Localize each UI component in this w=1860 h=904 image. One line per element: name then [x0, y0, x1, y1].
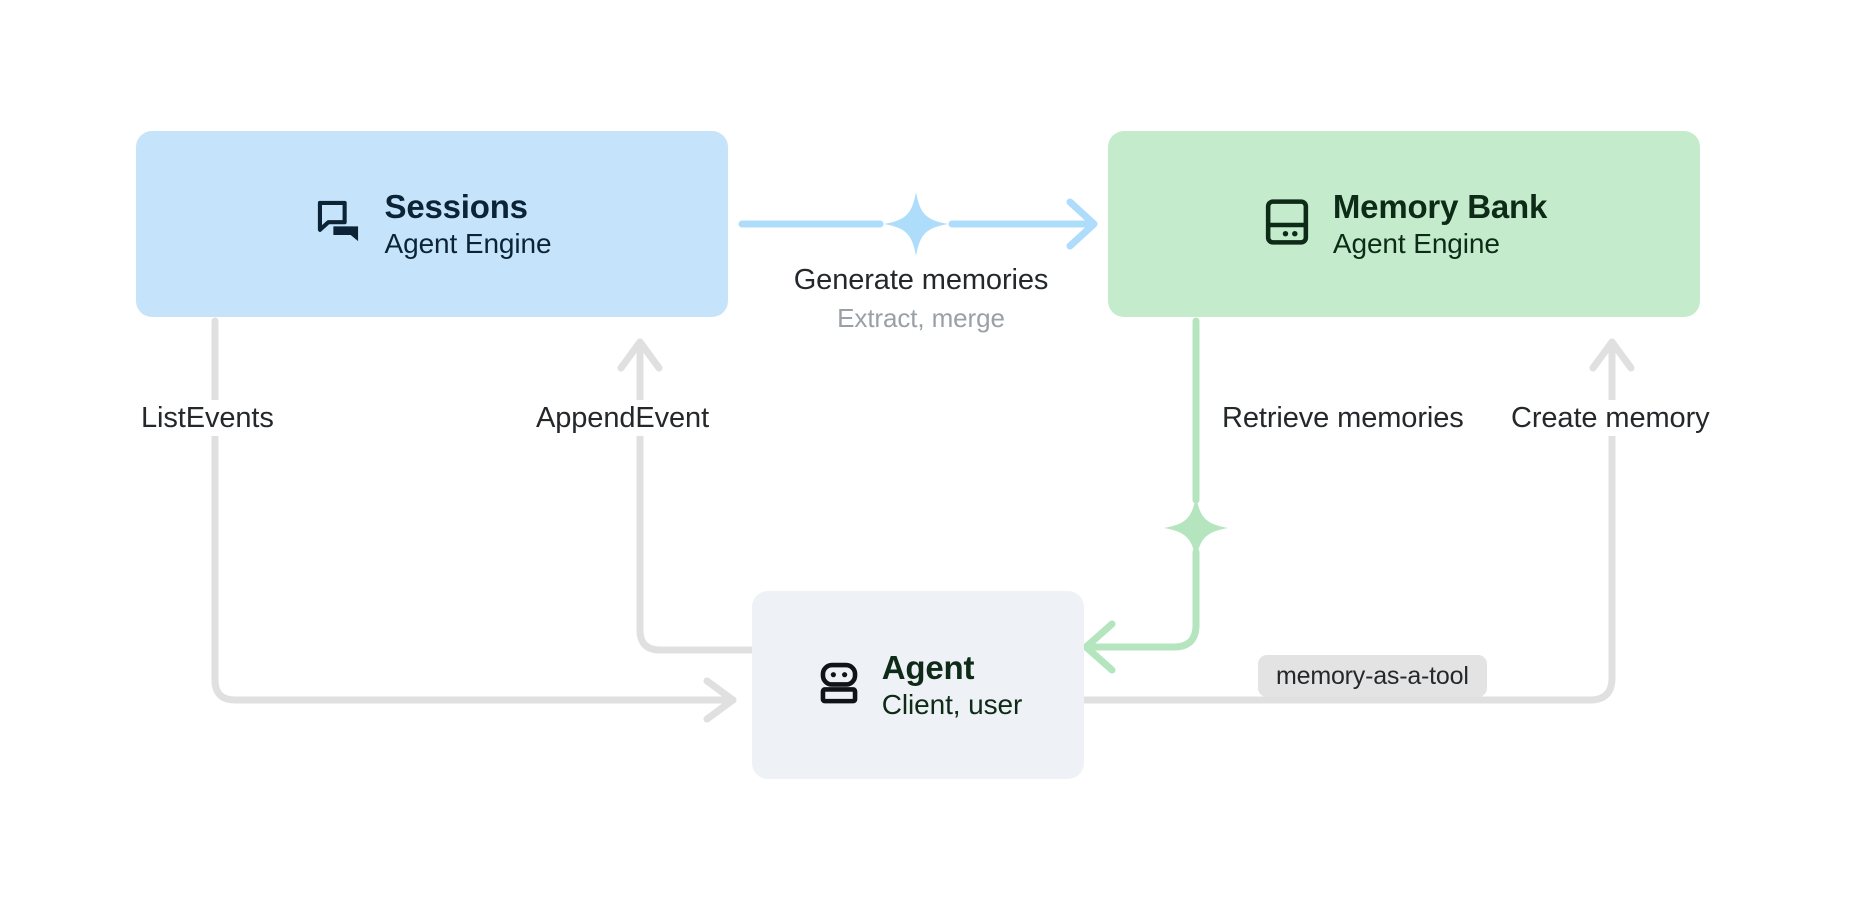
- node-memory-bank-subtitle: Agent Engine: [1332, 227, 1500, 259]
- edge-retrieve-memories-path-lower: [1086, 548, 1200, 651]
- edge-label-create-memory-main: Create memory: [1511, 402, 1710, 434]
- edge-label-create-memory: Create memory: [1502, 400, 1719, 437]
- edge-label-append-event-main: AppendEvent: [536, 402, 710, 434]
- edge-label-append-event: AppendEvent: [527, 400, 719, 437]
- badge-memory-as-a-tool-label: memory-as-a-tool: [1276, 661, 1469, 690]
- node-sessions[interactable]: Sessions Agent Engine: [136, 131, 728, 317]
- edge-append-event-path: [636, 341, 756, 654]
- node-sessions-title: Sessions: [384, 187, 529, 225]
- node-memory-bank[interactable]: Memory Bank Agent Engine: [1108, 131, 1700, 317]
- node-agent-title: Agent: [881, 648, 975, 686]
- node-agent-subtitle: Client, user: [881, 688, 1023, 720]
- edge-append-event-arrowhead: [617, 338, 663, 372]
- edge-list-events-arrowhead: [703, 677, 737, 723]
- edge-create-memory-arrowhead: [1589, 338, 1635, 372]
- node-memory-bank-title: Memory Bank: [1332, 187, 1548, 225]
- sparkle-icon-green: [1164, 496, 1228, 560]
- badge-memory-as-a-tool: memory-as-a-tool: [1258, 655, 1487, 697]
- edge-label-list-events: ListEvents: [132, 400, 283, 437]
- storage-database-icon: [1261, 196, 1313, 253]
- edge-label-generate-memories: Generate memories Extract, merge: [766, 262, 1076, 335]
- node-sessions-subtitle: Agent Engine: [384, 227, 552, 259]
- robot-icon: [814, 658, 864, 713]
- edge-label-retrieve-memories: Retrieve memories: [1213, 400, 1473, 437]
- edge-list-events-path: [211, 317, 734, 704]
- sparkle-icon-blue: [884, 192, 948, 256]
- edge-label-list-events-main: ListEvents: [141, 402, 274, 434]
- edge-label-generate-memories-main: Generate memories: [793, 264, 1049, 296]
- edge-generate-memories-arrowhead: [1066, 198, 1098, 250]
- chat-bubbles-icon: [313, 196, 365, 253]
- edge-label-retrieve-memories-main: Retrieve memories: [1222, 402, 1464, 434]
- edge-create-memory-path: [1080, 341, 1616, 704]
- node-agent[interactable]: Agent Client, user: [752, 591, 1084, 779]
- edge-retrieve-memories-arrowhead: [1082, 620, 1116, 674]
- edge-label-generate-memories-sub: Extract, merge: [837, 303, 1005, 334]
